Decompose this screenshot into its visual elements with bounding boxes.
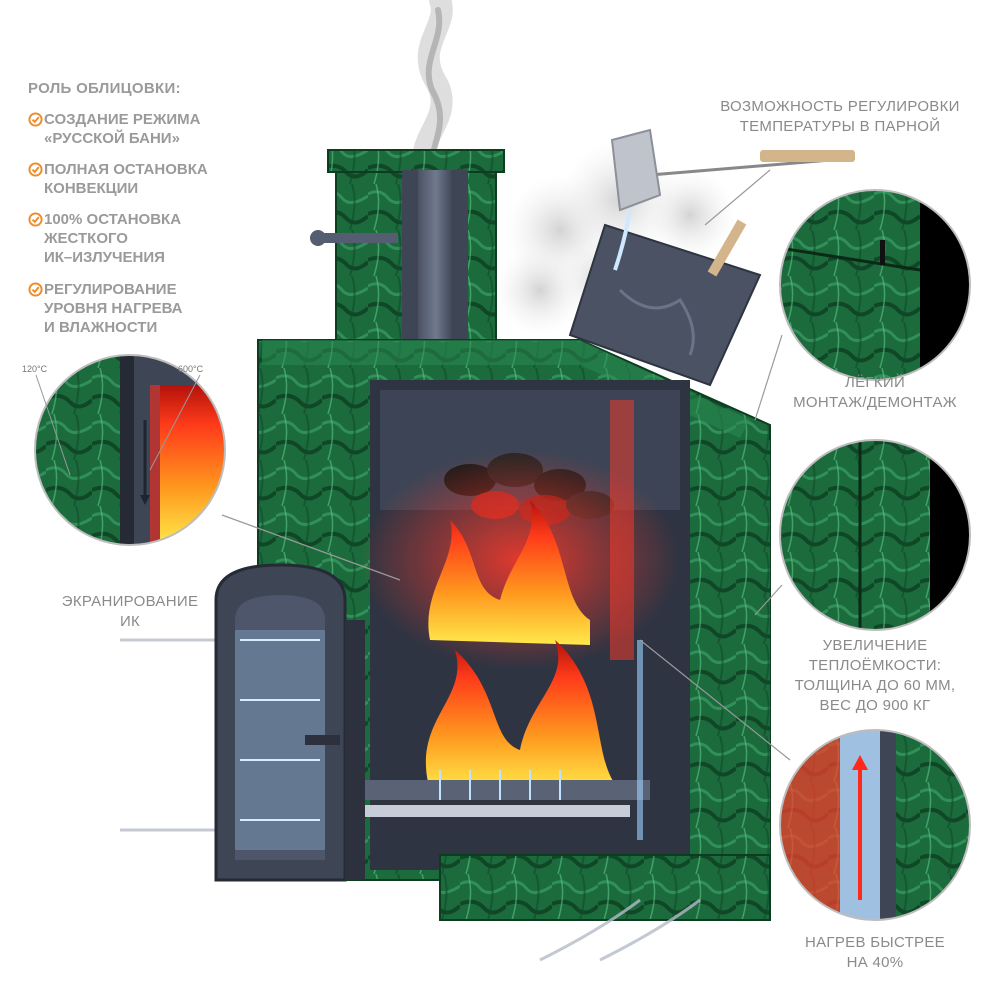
check-circle-icon xyxy=(28,212,43,227)
benefit-item: РЕГУЛИРОВАНИЕ УРОВНЯ НАГРЕВА И ВЛАЖНОСТИ xyxy=(28,280,258,337)
base-stone xyxy=(439,854,771,921)
callout-easy-mounting: ЛЁГКИЙ МОНТАЖ/ДЕМОНТАЖ xyxy=(793,374,957,411)
temp-inner-label: 600°C xyxy=(178,364,204,374)
benefit-item: 100% ОСТАНОВКА ЖЕСТКОГО ИК–ИЗЛУЧЕНИЯ xyxy=(28,210,258,267)
callout-leaders xyxy=(221,169,791,761)
incoming-air xyxy=(119,638,701,962)
firebox-cutaway xyxy=(360,380,690,870)
benefit-text: ПОЛНАЯ ОСТАНОВКА КОНВЕКЦИИ xyxy=(44,161,208,197)
callout-faster-heating: НАГРЕВ БЫСТРЕЕ НА 40% xyxy=(805,934,945,971)
callout-heat-capacity: УВЕЛИЧЕНИЕ ТЕПЛОЁМКОСТИ: ТОЛЩИНА ДО 60 М… xyxy=(794,637,956,714)
temp-outer-label: 120°C xyxy=(22,364,48,374)
role-heading: РОЛЬ ОБЛИЦОВКИ: xyxy=(28,80,181,97)
zoom-circle-fast-heating xyxy=(779,729,971,921)
benefit-text: 100% ОСТАНОВКА ЖЕСТКОГО ИК–ИЗЛУЧЕНИЯ xyxy=(44,211,182,266)
flames xyxy=(425,500,620,790)
zoom-circle-heat-capacity xyxy=(779,439,971,631)
benefit-text: СОЗДАНИЕ РЕЖИМА «РУССКОЙ БАНИ» xyxy=(44,111,201,147)
zoom-circle-mounting xyxy=(779,189,971,381)
benefit-item: ПОЛНАЯ ОСТАНОВКА КОНВЕКЦИИ xyxy=(28,160,258,198)
check-circle-icon xyxy=(28,282,43,297)
ladle xyxy=(610,128,856,271)
benefit-text: РЕГУЛИРОВАНИЕ УРОВНЯ НАГРЕВА И ВЛАЖНОСТИ xyxy=(44,281,183,336)
zoom-circle-ir-screen xyxy=(34,354,226,546)
check-circle-icon xyxy=(28,162,43,177)
air-flow-arrows xyxy=(439,640,643,840)
check-circle-icon xyxy=(28,112,43,127)
benefit-item: СОЗДАНИЕ РЕЖИМА «РУССКОЙ БАНИ» xyxy=(28,110,258,148)
firebox-door xyxy=(214,563,365,882)
callout-temperature-regulation: ВОЗМОЖНОСТЬ РЕГУЛИРОВКИ ТЕМПЕРАТУРЫ В ПА… xyxy=(720,98,960,135)
callout-ir-screening: ЭКРАНИРОВАНИЕ ИК xyxy=(61,593,199,630)
